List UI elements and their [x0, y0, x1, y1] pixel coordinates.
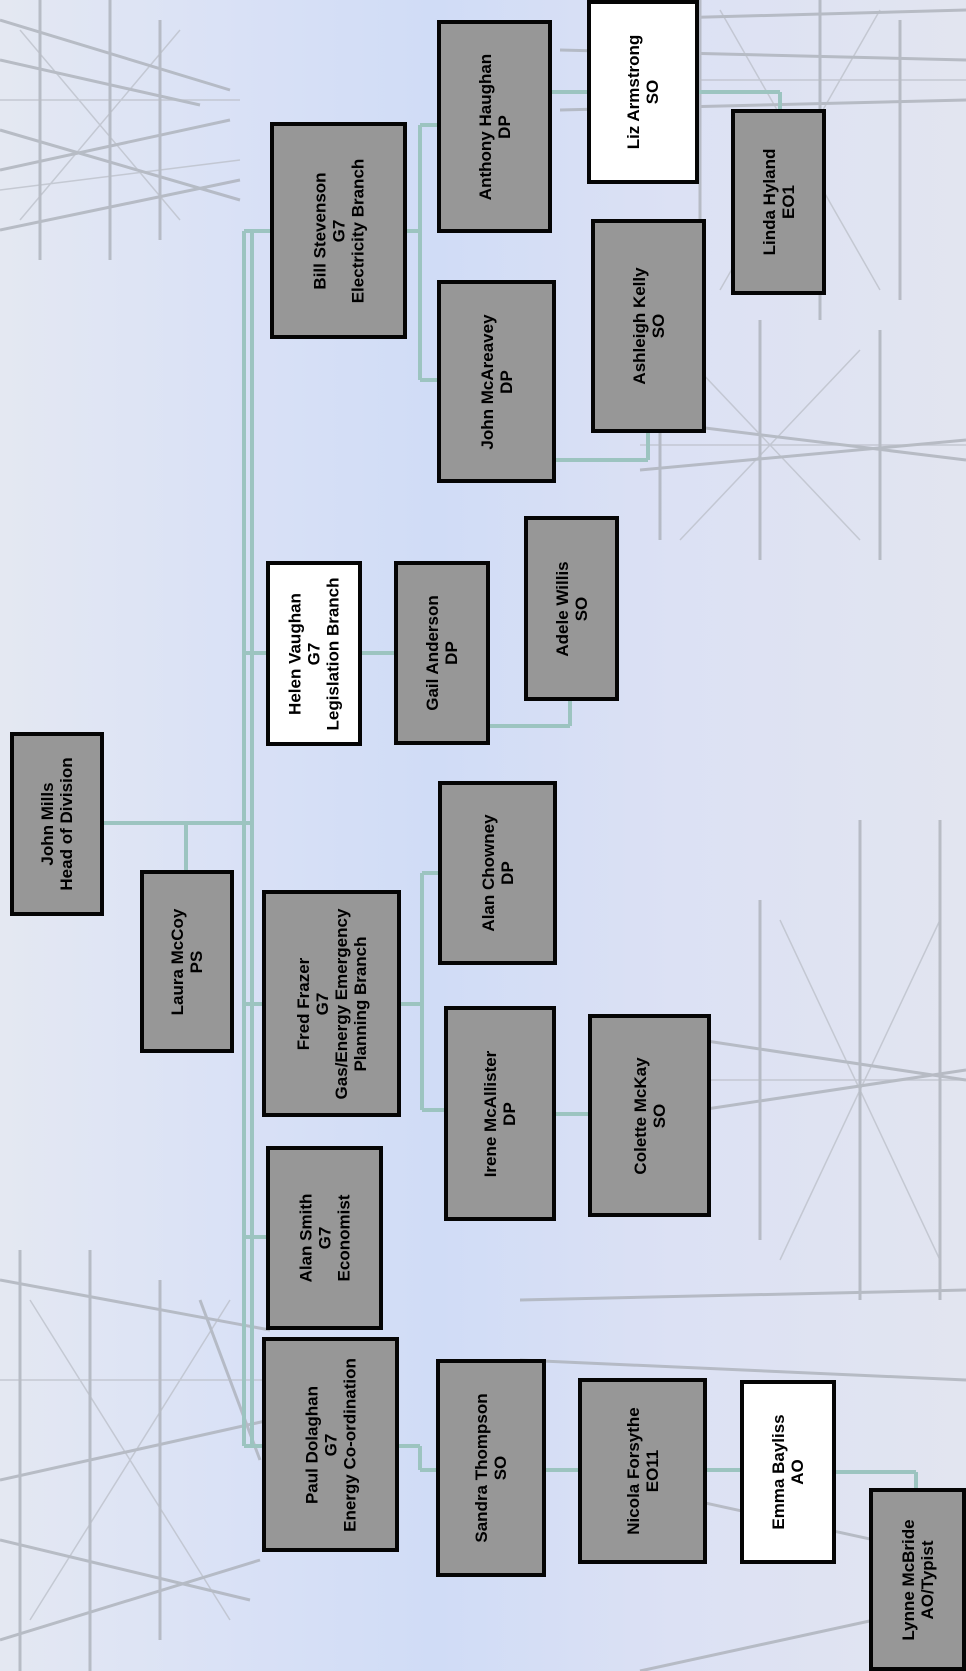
node-name: Alan Smith	[295, 1193, 315, 1283]
org-node-nicola-forsythe: Nicola Forsythe EO11	[578, 1378, 707, 1564]
node-label: Paul Dolaghan G7 Energy Co-ordination	[302, 1358, 359, 1532]
org-node-helen-vaughan: Helen Vaughan G7 Legislation Branch	[266, 561, 362, 746]
org-node-gail-anderson: Gail Anderson DP	[394, 561, 490, 745]
node-grade: G7	[304, 642, 324, 665]
node-grade: G7	[328, 219, 348, 242]
node-name: Adele Willis	[552, 560, 572, 657]
node-name: Irene McAllister	[480, 1050, 500, 1177]
node-label: John McAreavey DP	[477, 314, 515, 449]
org-node-alan-chowney: Alan Chowney DP	[438, 781, 557, 965]
node-name: Lynne McBride	[898, 1518, 918, 1641]
node-grade: EO11	[642, 1449, 662, 1493]
node-grade: DP	[494, 114, 514, 139]
node-grade: EO1	[778, 184, 798, 220]
node-label: Fred Frazer G7 Gas/Energy Emergency Plan…	[293, 908, 369, 1099]
node-label: Irene McAllister DP	[481, 1050, 519, 1177]
node-name: Helen Vaughan	[285, 592, 305, 715]
node-label: Colette McKay SO	[630, 1057, 668, 1174]
node-label: Alan Smith G7 Economist	[296, 1194, 353, 1283]
node-grade: SO	[649, 1103, 669, 1128]
org-node-liz-armstrong: Liz Armstrong SO	[587, 0, 699, 184]
org-node-alan-smith: Alan Smith G7 Economist	[266, 1146, 383, 1330]
node-name: Ashleigh Kelly	[629, 267, 649, 385]
node-grade: DP	[496, 369, 516, 394]
node-branch-line1: Gas/Energy Emergency	[331, 908, 351, 1099]
node-name: Gail Anderson	[422, 595, 442, 711]
node-label: John Mills Head of Division	[38, 757, 76, 890]
org-node-linda-hyland: Linda Hyland EO1	[731, 109, 826, 295]
node-label: Lynne McBride AO/Typist	[898, 1519, 936, 1640]
node-label: Helen Vaughan G7 Legislation Branch	[285, 577, 342, 730]
node-label: Laura McCoy PS	[168, 908, 206, 1015]
org-node-adele-willis: Adele Willis SO	[524, 516, 619, 701]
org-node-john-mcareavey: John McAreavey DP	[437, 280, 556, 483]
node-branch: Energy Co-ordination	[340, 1357, 360, 1532]
node-name: John Mills	[37, 782, 57, 866]
node-branch-line2: Planning Branch	[350, 935, 370, 1072]
node-grade: DP	[500, 1101, 519, 1126]
org-node-laura-mccoy: Laura McCoy PS	[140, 870, 234, 1053]
node-grade: DP	[497, 861, 517, 885]
org-node-emma-bayliss: Emma Bayliss AO	[740, 1380, 836, 1564]
org-node-bill-stevenson: Bill Stevenson G7 Electricity Branch	[270, 122, 407, 339]
node-name: Fred Frazer	[293, 957, 313, 1050]
node-label: Sandra Thompson SO	[472, 1393, 510, 1542]
node-name: Laura McCoy	[167, 908, 187, 1015]
org-node-colette-mckay: Colette McKay SO	[588, 1014, 711, 1217]
node-label: Anthony Haughan DP	[475, 53, 513, 199]
node-name: Paul Dolaghan	[301, 1385, 321, 1504]
node-grade: PS	[187, 950, 206, 973]
node-grade: G7	[320, 1433, 340, 1456]
node-label: Linda Hyland EO1	[759, 149, 797, 256]
node-label: Ashleigh Kelly SO	[629, 267, 667, 384]
node-branch: Electricity Branch	[348, 158, 368, 303]
node-grade: SO	[491, 1455, 510, 1481]
node-name: Bill Stevenson	[309, 171, 329, 290]
node-branch: Legislation Branch	[323, 576, 343, 731]
node-grade: G7	[312, 992, 332, 1015]
org-node-sandra-thompson: Sandra Thompson SO	[436, 1359, 546, 1577]
node-grade: SO	[571, 596, 591, 621]
node-grade: DP	[442, 641, 461, 665]
node-name: Liz Armstrong	[623, 34, 643, 150]
org-node-anthony-haughan: Anthony Haughan DP	[437, 20, 552, 233]
node-label: Bill Stevenson G7 Electricity Branch	[310, 158, 367, 303]
node-grade: AO	[788, 1459, 807, 1485]
node-label: Nicola Forsythe EO11	[623, 1407, 661, 1535]
node-grade: SO	[648, 313, 668, 339]
node-name: John McAreavey	[477, 313, 497, 450]
node-name: Nicola Forsythe	[623, 1407, 643, 1535]
org-node-fred-frazer: Fred Frazer G7 Gas/Energy Emergency Plan…	[262, 890, 401, 1117]
node-label: Liz Armstrong SO	[624, 35, 662, 150]
node-name: Anthony Haughan	[475, 53, 495, 200]
node-label: Adele Willis SO	[552, 561, 590, 656]
org-node-head-of-division: John Mills Head of Division	[10, 732, 104, 916]
node-grade: AO/Typist	[917, 1539, 937, 1620]
node-name: Emma Bayliss	[768, 1414, 788, 1530]
node-label: Gail Anderson DP	[423, 595, 461, 711]
node-name: Sandra Thompson	[471, 1393, 491, 1543]
org-node-irene-mcallister: Irene McAllister DP	[444, 1006, 556, 1221]
node-name: Colette McKay	[630, 1056, 650, 1175]
org-node-lynne-mcbride: Lynne McBride AO/Typist	[869, 1488, 966, 1671]
node-name: Alan Chowney	[478, 814, 498, 932]
org-node-paul-dolaghan: Paul Dolaghan G7 Energy Co-ordination	[262, 1337, 399, 1552]
node-label: Emma Bayliss AO	[769, 1414, 807, 1529]
node-grade: SO	[643, 79, 662, 105]
node-name: Linda Hyland	[759, 148, 779, 256]
node-role: Head of Division	[57, 757, 76, 891]
node-grade: G7	[314, 1226, 334, 1250]
node-branch: Economist	[334, 1194, 354, 1282]
org-node-ashleigh-kelly: Ashleigh Kelly SO	[591, 219, 706, 433]
node-label: Alan Chowney DP	[478, 814, 516, 931]
